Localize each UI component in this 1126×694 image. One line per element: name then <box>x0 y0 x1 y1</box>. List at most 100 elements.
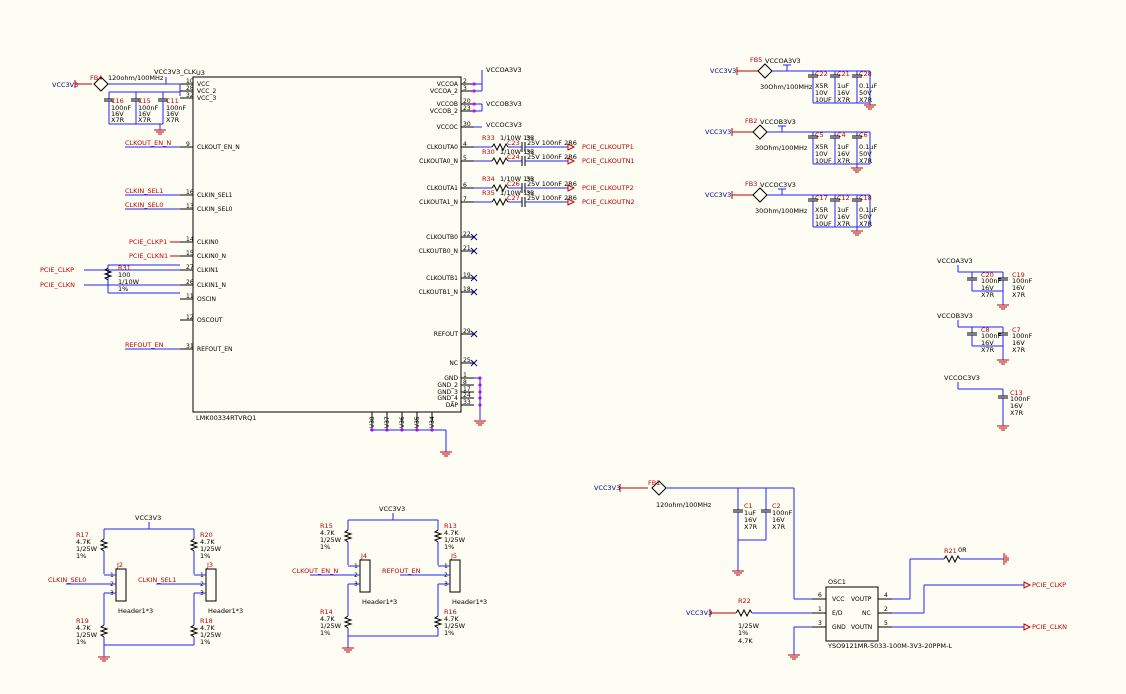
pin-name: REFOUT_EN <box>197 346 232 353</box>
pin-number: 1 <box>463 372 467 379</box>
svg-text:1/25W: 1/25W <box>76 545 98 553</box>
svg-text:33: 33 <box>526 148 534 156</box>
svg-text:30Ohm/100MHz: 30Ohm/100MHz <box>755 207 808 215</box>
svg-text:VOUTN: VOUTN <box>851 624 872 631</box>
pin-number: 18 <box>463 286 471 293</box>
svg-text:NC: NC <box>862 610 871 617</box>
pin-name: VCC_3 <box>197 95 216 102</box>
svg-text:C11: C11 <box>166 97 179 105</box>
pin-name: CLKOUTB1 <box>426 275 458 282</box>
resistor-symbol <box>343 529 353 543</box>
svg-text:R16: R16 <box>444 608 457 616</box>
svg-text:R35: R35 <box>482 189 495 197</box>
svg-text:VCC3V3: VCC3V3 <box>705 191 731 199</box>
pin-name: CLKIN0_N <box>197 253 226 260</box>
svg-text:X5R: X5R <box>815 143 829 151</box>
svg-text:4.7K: 4.7K <box>76 624 91 632</box>
resistor-symbol <box>99 538 109 552</box>
u3-part: LMK00334RTVRQ1 <box>196 414 256 422</box>
pin-name: VCC <box>197 81 209 88</box>
u3-left-nets: CLKOUT_EN_N CLKIN_SEL1 CLKIN_SEL0 PCIE_C… <box>40 139 180 350</box>
pin-number: 30 <box>463 121 471 128</box>
svg-text:C2: C2 <box>772 502 781 510</box>
svg-text:1/25W: 1/25W <box>320 536 342 544</box>
svg-text:16V: 16V <box>138 110 151 118</box>
pin-name: CLKIN0 <box>197 239 219 246</box>
svg-text:X7R: X7R <box>166 116 180 124</box>
svg-text:1uF: 1uF <box>837 82 849 90</box>
pin-name: OSCOUT <box>197 317 223 324</box>
svg-text:C22: C22 <box>815 70 828 78</box>
svg-text:33: 33 <box>526 175 534 183</box>
net-vccoc-label: VCCOC3V3 <box>486 121 522 129</box>
net-vccob-label: VCCOB3V3 <box>486 100 522 108</box>
svg-text:X7R: X7R <box>1010 409 1024 417</box>
svg-text:1/25W: 1/25W <box>444 536 466 544</box>
port-arrow <box>567 157 576 165</box>
svg-text:2: 2 <box>884 606 888 613</box>
svg-text:1/25W: 1/25W <box>200 631 222 639</box>
svg-text:VCC3V3: VCC3V3 <box>135 514 161 522</box>
svg-text:C28: C28 <box>859 70 872 78</box>
net-pcie-clkn-out: PCIE_CLKN <box>1032 623 1067 631</box>
svg-text:C24: C24 <box>507 153 520 161</box>
ferrite-bead-symbol <box>752 124 768 140</box>
svg-text:VCCOC3V3: VCCOC3V3 <box>944 374 980 382</box>
u3-gnd-bus <box>474 377 486 426</box>
svg-text:R21: R21 <box>944 547 957 555</box>
svg-text:33: 33 <box>526 134 534 142</box>
pin-number: 25 <box>463 357 471 364</box>
svg-text:16V: 16V <box>981 339 994 347</box>
pin-number: 11 <box>186 293 194 300</box>
svg-text:C6: C6 <box>859 131 868 139</box>
pin-number: 22 <box>463 231 471 238</box>
svg-text:1/25W: 1/25W <box>738 622 760 630</box>
svg-text:X7R: X7R <box>772 523 786 531</box>
pin-number: 23 <box>463 105 471 112</box>
pin-number: 32 <box>186 92 194 99</box>
r31-symbol <box>103 267 113 281</box>
pin-name: CLKIN_SEL1 <box>197 192 233 199</box>
svg-text:16V: 16V <box>744 516 757 524</box>
svg-text:R30: R30 <box>482 148 495 156</box>
svg-text:1%: 1% <box>320 629 330 637</box>
svg-text:10V: 10V <box>815 213 828 221</box>
svg-text:1uF: 1uF <box>837 143 849 151</box>
svg-text:1: 1 <box>818 606 822 613</box>
pin-number: 5 <box>463 155 467 162</box>
pin-name: GND_3 <box>437 389 458 396</box>
svg-text:5: 5 <box>884 620 888 627</box>
resistor-symbol <box>491 156 509 166</box>
pin-number: 7 <box>463 196 467 203</box>
pin-name: VCCOB <box>437 101 458 108</box>
svg-text:X7R: X7R <box>981 346 995 354</box>
pin-name: CLKOUTA0 <box>427 144 459 151</box>
pin-name: V35 <box>414 416 421 428</box>
cap-c16: C16 100nF 16V X7R <box>104 92 132 124</box>
pin-name: VCCOB_2 <box>430 108 458 115</box>
svg-text:16V: 16V <box>111 110 124 118</box>
svg-text:1uF: 1uF <box>744 509 756 517</box>
svg-text:100nF: 100nF <box>1010 395 1031 403</box>
header-symbol <box>449 559 461 593</box>
svg-text:16V: 16V <box>1012 284 1025 292</box>
svg-text:X7R: X7R <box>111 116 125 124</box>
svg-text:1/25W: 1/25W <box>320 622 342 630</box>
svg-text:J4: J4 <box>360 552 367 560</box>
svg-text:X7R: X7R <box>837 220 851 228</box>
